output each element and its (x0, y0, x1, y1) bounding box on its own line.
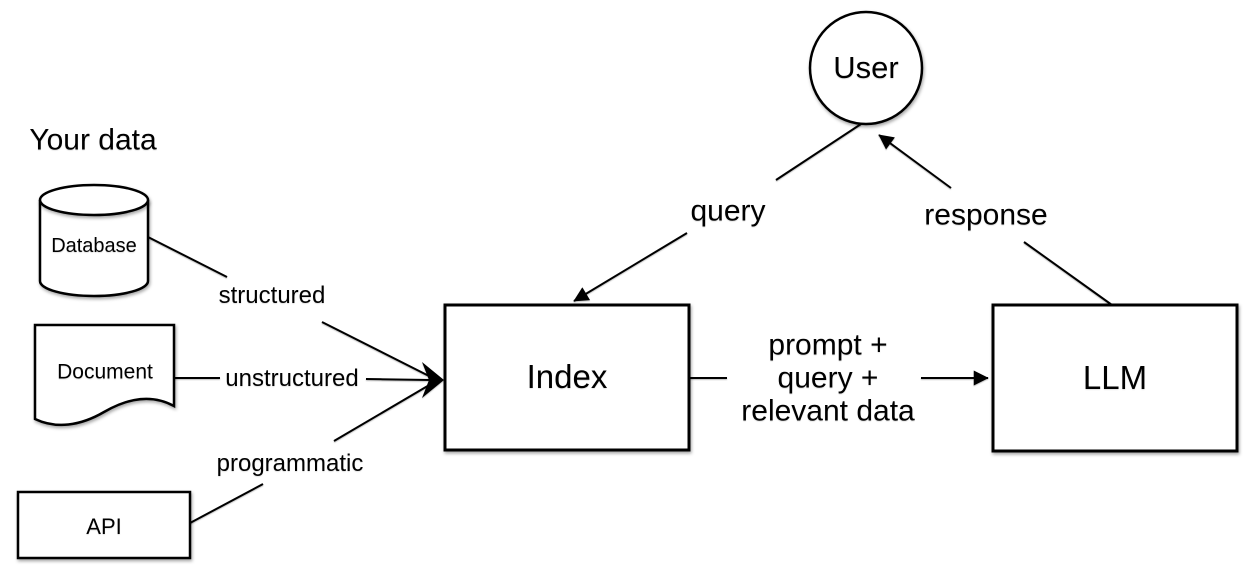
document-node-label: Document (57, 360, 153, 384)
index-node-rect (443, 303, 691, 452)
edge-response-user-segment (878, 134, 952, 189)
database-node-cylinder (38, 183, 150, 298)
llm-node-rect (991, 303, 1239, 453)
document-node-shape (33, 323, 176, 427)
database-node-label: Database (51, 235, 137, 257)
edge-programmatic-index-segment (333, 383, 432, 442)
edge-label-response: response (924, 198, 1048, 232)
index-node-label: Index (526, 357, 608, 395)
edge-label-query: query (690, 194, 766, 228)
edge-query-index-segment (573, 232, 688, 302)
edge-unstructured-index-segment (365, 378, 432, 381)
edge-label-unstructured: unstructured (225, 364, 359, 392)
edge-label-structured: structured (218, 281, 326, 309)
edge-label-programmatic: programmatic (216, 449, 364, 477)
api-node-rect (16, 490, 192, 560)
edge-user-query-segment (775, 123, 862, 181)
index-input-arrowhead (422, 362, 444, 398)
edge-label-prompt-query-relevant-data: prompt + query + relevant data (741, 329, 914, 428)
edge-label-query-line: query + (777, 361, 879, 395)
llm-node-label: LLM (1082, 358, 1148, 396)
edge-label-prompt-line: prompt + (768, 328, 888, 362)
edge-structured-index-segment (321, 321, 432, 378)
edge-api-programmatic-segment (189, 483, 264, 524)
edge-label-relevant-data-line: relevant data (741, 394, 915, 428)
section-label-your-data: Your data (29, 123, 157, 157)
edge-database-structured-segment (147, 236, 228, 278)
api-node-label: API (86, 513, 122, 539)
user-node-circle (808, 10, 924, 126)
edge-llm-response-segment (1023, 241, 1113, 306)
user-node-label: User (833, 49, 899, 85)
